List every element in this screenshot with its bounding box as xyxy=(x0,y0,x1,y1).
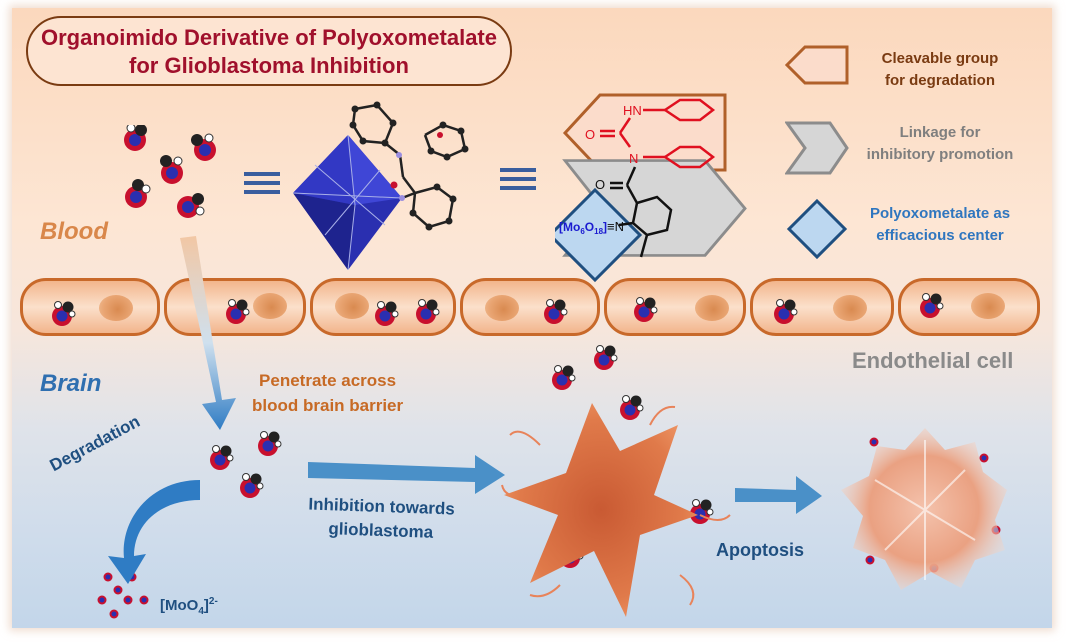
equivalence-sign-2 xyxy=(500,168,536,195)
title-line-2: for Glioblastoma Inhibition xyxy=(129,53,409,78)
legend-diamond-icon xyxy=(786,198,848,260)
endothelial-cell xyxy=(898,278,1040,336)
blood-label: Blood xyxy=(40,218,108,245)
molybdate-charge: 2- xyxy=(208,596,218,607)
brain-label: Brain xyxy=(40,370,102,397)
legend-pentagon-icon xyxy=(785,45,849,85)
urea-cleavable-group xyxy=(600,98,716,169)
cell-nucleus xyxy=(485,295,519,321)
pom-molecule xyxy=(177,193,205,218)
urea-hn-text: HN xyxy=(623,103,642,118)
cell-nucleus xyxy=(99,295,133,321)
pom-molecule xyxy=(124,125,147,151)
inhibition-line2: glioblastoma xyxy=(328,519,434,542)
molybdate-bracket: ] xyxy=(203,597,209,614)
molybdate-base: [MoO xyxy=(160,597,199,614)
legend-item-linkage: Linkage for inhibitory promotion xyxy=(850,122,1030,166)
legend-cleavable-line2: for degradation xyxy=(884,72,995,89)
polyoxometalate-shape xyxy=(555,187,643,283)
legend-item-cleavable: Cleavable group for degradation xyxy=(860,48,1020,92)
pom-molecule xyxy=(125,179,151,208)
legend-shapes xyxy=(785,45,849,260)
tumor-body xyxy=(504,403,698,617)
penetrate-line1: Penetrate across xyxy=(259,371,397,390)
endothelial-cell xyxy=(164,278,306,336)
molybdate-subscript: 4 xyxy=(198,606,204,617)
imido-bond-text: ≡N xyxy=(607,219,624,234)
pom-molecule xyxy=(191,133,216,161)
cell-nucleus xyxy=(971,293,1005,319)
cell-nucleus xyxy=(833,295,867,321)
apoptotic-cell xyxy=(841,428,1007,590)
apoptosis-label: Apoptosis xyxy=(716,540,804,560)
endothelial-cell-label: Endothelial cell xyxy=(852,348,1014,373)
crystal-structure xyxy=(292,101,469,271)
cell-nucleus xyxy=(695,295,729,321)
endothelial-cell xyxy=(460,278,600,336)
carbonyl-o-text: O xyxy=(595,177,605,192)
legend-linkage-line1: Linkage for xyxy=(899,124,981,141)
endothelial-cell xyxy=(604,278,746,336)
penetrate-line2: blood brain barrier xyxy=(252,396,404,415)
title-line-1: Organoimido Derivative of Polyoxometalat… xyxy=(40,25,497,50)
urea-o-text: O xyxy=(585,127,595,142)
endothelial-cell xyxy=(750,278,894,336)
legend-chevron-icon xyxy=(785,121,849,175)
mo-cluster-text: [Mo6O18] xyxy=(559,220,607,236)
legend-linkage-line2: inhibitory promotion xyxy=(866,146,1014,163)
benzamide-linkage xyxy=(610,166,673,258)
title-banner: Organoimido Derivative of Polyoxometalat… xyxy=(26,16,512,86)
cell-nucleus xyxy=(253,293,287,319)
molecule-cluster-blood xyxy=(124,125,216,218)
pom-molecule xyxy=(160,155,183,184)
equivalence-sign-1 xyxy=(244,172,280,199)
endothelial-cell xyxy=(20,278,160,336)
glioblastoma-cell xyxy=(501,403,731,617)
urea-n-text: N xyxy=(629,151,638,166)
schematic-structure: HN O N O [Mo6O18] ≡N xyxy=(555,93,747,283)
legend-pom-line1: Polyoxometalate as xyxy=(869,205,1011,222)
penetrate-bbb-label: Penetrate across blood brain barrier xyxy=(252,368,403,418)
cell-nucleus xyxy=(335,293,369,319)
legend-cleavable-line1: Cleavable group xyxy=(881,50,999,67)
inhibition-label: Inhibition towards glioblastoma xyxy=(307,492,455,545)
molybdate-label: [MoO4]2- xyxy=(160,596,218,617)
legend-item-polyoxometalate: Polyoxometalate as efficacious center xyxy=(855,203,1025,247)
endothelial-cell xyxy=(310,278,456,336)
legend-pom-line2: efficacious center xyxy=(876,227,1004,244)
